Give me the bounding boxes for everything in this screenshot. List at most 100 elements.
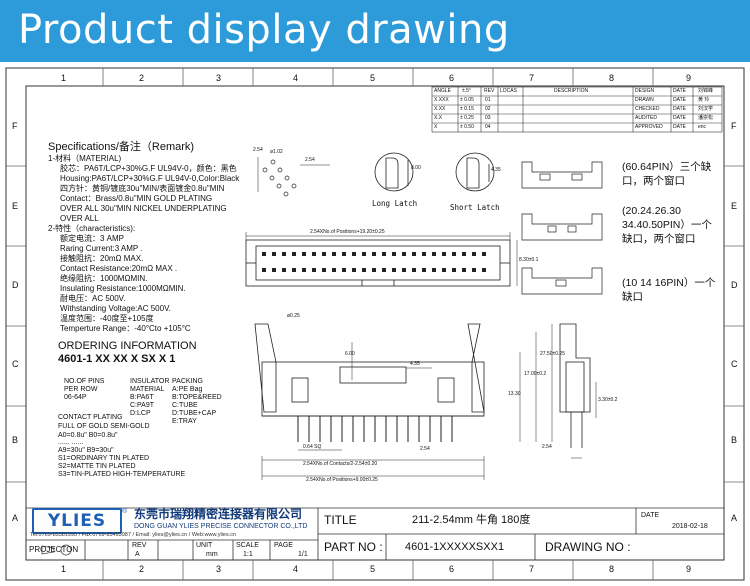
dim-pitch-vertical: 2.54 bbox=[253, 147, 263, 153]
ord-pins-0: NO.OF PINS bbox=[64, 378, 105, 385]
projection-label: PROJECTON bbox=[29, 545, 79, 554]
grid-col-3-bottom: 3 bbox=[216, 564, 222, 574]
dim-height-27-50: 27.50±0.25 bbox=[540, 351, 565, 357]
short-latch-label: Short Latch bbox=[450, 203, 500, 212]
spec-line-16: 温度范围：-40度至+105度 bbox=[60, 314, 154, 323]
dim-pin-diameter: ø1.02 bbox=[270, 149, 283, 155]
ord-insulator-0: INSULATOR bbox=[130, 378, 170, 385]
banner-title: Product display drawing bbox=[18, 7, 510, 53]
tol-row-3-value: ± 0.50 bbox=[460, 124, 474, 130]
dim-pin-square: 0.64 SQ bbox=[303, 444, 322, 450]
approval-audited-label: AUDITED bbox=[635, 115, 657, 121]
rev-col-header: REV bbox=[484, 88, 495, 94]
ordering-title: ORDERING INFORMATION bbox=[58, 340, 197, 352]
approval-approved-name: enc bbox=[698, 124, 707, 130]
approval-checked-date: DATE bbox=[673, 106, 686, 112]
grid-row-c-right: C bbox=[731, 359, 738, 369]
approval-design-label: DESIGN bbox=[635, 88, 655, 94]
scale-label: SCALE bbox=[236, 542, 259, 549]
drawing-no-label: DRAWING NO : bbox=[545, 540, 631, 554]
spec-line-14: 耐电压：AC 500V. bbox=[60, 294, 126, 303]
drawing-sheet: 1 2 3 4 5 6 7 8 9 1 2 3 4 5 6 7 8 9 F E … bbox=[0, 62, 750, 586]
spec-title: Specifications/备注（Remark) bbox=[48, 141, 195, 153]
company-logo-mark: ® bbox=[122, 508, 128, 515]
ord-plating-4: S2=MATTE TIN PLATED bbox=[58, 463, 136, 470]
description-col-header: DESCRIPTION bbox=[554, 88, 589, 94]
variant-note-60-64: (60.64PIN）三个缺口，两个窗口 bbox=[622, 161, 712, 187]
ord-pins-2: 06-64P bbox=[64, 394, 87, 401]
grid-col-6: 6 bbox=[449, 73, 455, 83]
grid-col-1: 1 bbox=[61, 73, 67, 83]
page-value: 1/1 bbox=[298, 551, 308, 558]
grid-row-b: B bbox=[12, 435, 19, 445]
part-no-label: PART NO : bbox=[324, 540, 383, 554]
grid-col-1-bottom: 1 bbox=[61, 564, 67, 574]
grid-col-2-bottom: 2 bbox=[139, 564, 145, 574]
tol-angle-value: ±.5° bbox=[462, 88, 471, 94]
ord-insulator-1: MATERIAL bbox=[130, 386, 165, 393]
title-value: 211-2.54mm 牛角 180度 bbox=[412, 514, 531, 526]
dim-side-pitch: 2.54 bbox=[542, 444, 552, 450]
dim-positions-top: 2.54XNo.of Positions+19.20±0.25 bbox=[310, 229, 385, 235]
grid-col-7-bottom: 7 bbox=[529, 564, 535, 574]
dim-pitch-top: 2.54 bbox=[305, 157, 315, 163]
spec-line-17: Temperture Range：-40°Cto +105°C bbox=[60, 324, 191, 333]
ord-plating-2: A9=30u" B9=30u" bbox=[58, 447, 114, 454]
approval-checked-label: CHECKED bbox=[635, 106, 660, 112]
tol-row-2-value: ± 0.25 bbox=[460, 115, 474, 121]
company-logo: YLIES bbox=[32, 508, 122, 534]
grid-col-8: 8 bbox=[609, 73, 615, 83]
ord-plating-title-0: CONTACT PLATING bbox=[58, 414, 123, 421]
rev-label: REV bbox=[132, 542, 147, 549]
date-value: 2018-02-18 bbox=[672, 523, 708, 530]
grid-col-6-bottom: 6 bbox=[449, 564, 455, 574]
dim-height-3-30: 3.30±0.2 bbox=[598, 397, 618, 403]
approval-approved-label: APPROVED bbox=[635, 124, 663, 130]
page-label: PAGE bbox=[274, 542, 293, 549]
spec-line-1: 胶芯：PA6T/LCP+30%G.F UL94V-0，颜色：黑色 bbox=[60, 164, 237, 173]
spec-line-5: OVER ALL 30u"MIN NICKEL UNDERPLATING bbox=[60, 204, 227, 213]
grid-col-8-bottom: 8 bbox=[609, 564, 615, 574]
ord-plating-5: S3=TIN-PLATED HIGH-TEMPERATURE bbox=[58, 471, 186, 478]
grid-row-f: F bbox=[12, 121, 18, 131]
grid-row-b-right: B bbox=[731, 435, 738, 445]
dim-side-height: 8.30±0.1 bbox=[519, 257, 539, 263]
rev-row-03: 03 bbox=[485, 115, 491, 121]
ord-plating-3: S1=ORDINARY TIN PLATED bbox=[58, 455, 150, 462]
drawing-lines bbox=[5, 67, 745, 581]
grid-row-d-right: D bbox=[731, 280, 738, 290]
ord-packing-0: PACKING bbox=[172, 378, 203, 385]
grid-row-c: C bbox=[12, 359, 19, 369]
ordering-code: 4601-1 XX XX X SX X 1 bbox=[58, 353, 176, 365]
rev-row-04: 04 bbox=[485, 124, 491, 130]
grid-col-3: 3 bbox=[216, 73, 222, 83]
spec-line-4: Contact：Brass/0.8u"MIN GOLD PLATING bbox=[60, 194, 213, 203]
spec-line-2: Housing:PA6T/LCP+30%G.F UL94V-0,Color:Bl… bbox=[60, 174, 240, 183]
variant-note-10-16: (10 14 16PIN）一个缺口 bbox=[622, 277, 716, 303]
ord-plating-0: A0=0.8u" B0=0.8u" bbox=[58, 432, 118, 439]
part-no-value: 4601-1XXXXXSXX1 bbox=[405, 541, 505, 553]
rev-row-02: 02 bbox=[485, 106, 491, 112]
spec-line-8: 额定电流：3 AMP bbox=[60, 234, 125, 243]
approval-drawn-name: 黄 玲 bbox=[698, 97, 710, 103]
spec-line-12: 绝缘阻抗：1000MΩMIN. bbox=[60, 274, 148, 283]
tol-row-1-value: ± 0.15 bbox=[460, 106, 474, 112]
company-name-en: DONG GUAN YLIES PRECISE CONNECTOR CO.,LT… bbox=[134, 523, 308, 530]
title-label: TITLE bbox=[324, 513, 357, 527]
grid-col-4-bottom: 4 bbox=[293, 564, 299, 574]
approval-audited-date: DATE bbox=[673, 115, 686, 121]
ord-insulator-4: D:LCP bbox=[130, 410, 151, 417]
dim-contacts: 2.54XNo.of Contacts/2-2.54±0.20 bbox=[303, 461, 378, 467]
dim-height-13-30: 13.30 bbox=[508, 391, 521, 397]
grid-row-f-right: F bbox=[731, 121, 737, 131]
dim-latch-width: 4.35 bbox=[410, 361, 420, 367]
ord-plating-1: ...... ...... bbox=[58, 439, 84, 446]
dim-latch-height: 6.00 bbox=[345, 351, 355, 357]
tol-row-1-label: X.XX bbox=[434, 106, 446, 112]
grid-col-9-bottom: 9 bbox=[686, 564, 692, 574]
ord-packing-5: E:TRAY bbox=[172, 418, 197, 425]
grid-col-5-bottom: 5 bbox=[370, 564, 376, 574]
grid-col-9: 9 bbox=[686, 73, 692, 83]
rev-value: A bbox=[135, 551, 140, 558]
ord-packing-4: D:TUBE+CAP bbox=[172, 410, 217, 417]
